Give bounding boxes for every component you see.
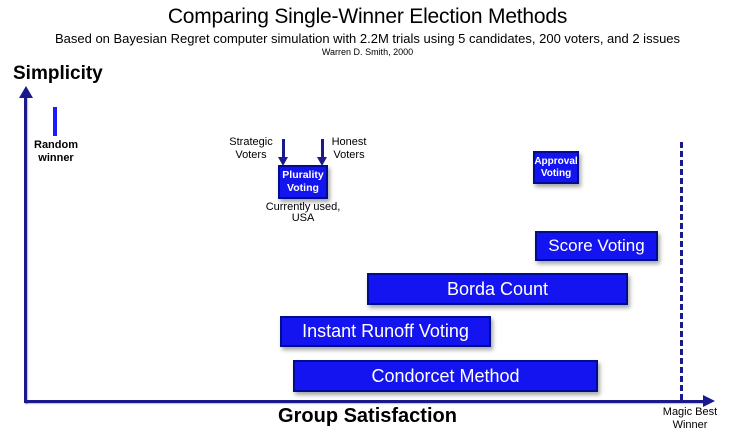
y-axis-label: Simplicity [13, 63, 103, 84]
plurality-voting-label: Plurality Voting [282, 169, 324, 194]
strategic-voters-arrow-icon [278, 157, 288, 166]
instant-runoff-voting-label: Instant Runoff Voting [302, 321, 469, 341]
magic-best-winner-line [680, 142, 683, 400]
score-voting-label: Score Voting [548, 236, 645, 255]
condorcet-method-bar: Condorcet Method [293, 360, 598, 392]
approval-voting-box: Approval Voting [533, 151, 579, 184]
x-axis-label: Group Satisfaction [278, 405, 457, 427]
strategic-voters-arrow-line [282, 139, 285, 158]
instant-runoff-voting-bar: Instant Runoff Voting [280, 316, 491, 347]
condorcet-method-label: Condorcet Method [371, 365, 520, 386]
score-voting-bar: Score Voting [535, 231, 658, 261]
y-axis-line [24, 97, 27, 403]
approval-voting-label: Approval Voting [534, 155, 578, 179]
borda-count-label: Borda Count [446, 278, 549, 299]
strategic-voters-label: Strategic Voters [229, 136, 273, 161]
honest-voters-arrow-icon [317, 157, 327, 166]
random-winner-label: Random winner [34, 139, 78, 164]
x-axis-arrow-icon [703, 395, 715, 407]
page-title: Comparing Single-Winner Election Methods [167, 5, 568, 28]
x-axis-line [24, 400, 705, 403]
honest-voters-arrow-line [321, 139, 324, 158]
page-subtitle: Based on Bayesian Regret computer simula… [54, 31, 681, 46]
honest-voters-label: Honest Voters [331, 136, 367, 161]
currently-used-label: Currently used, USA [265, 201, 341, 224]
magic-best-winner-label: Magic Best Winner [662, 406, 718, 431]
page-credit: Warren D. Smith, 2000 [321, 47, 414, 57]
plurality-voting-box: Plurality Voting [278, 165, 328, 199]
borda-count-bar: Borda Count [367, 273, 628, 305]
y-axis-arrow-icon [19, 86, 33, 98]
random-winner-tick [53, 107, 57, 136]
